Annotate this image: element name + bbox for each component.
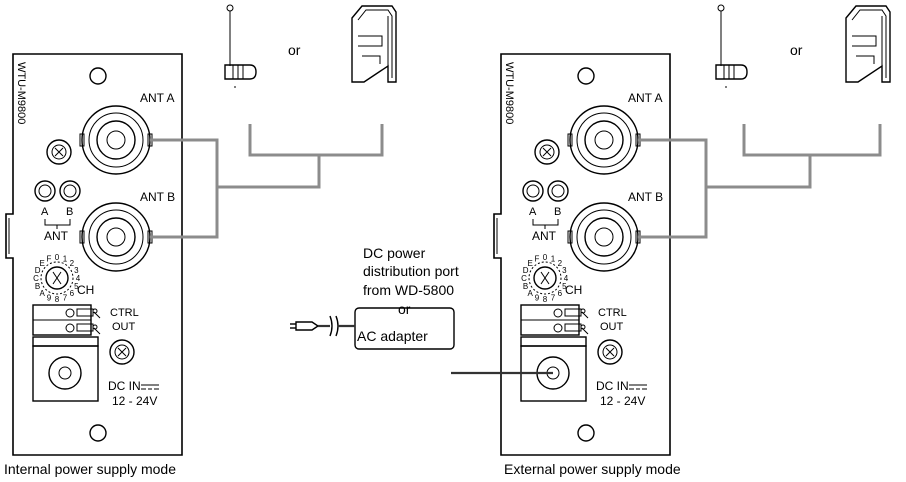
dial-digit: 5 xyxy=(74,282,79,291)
dial-digit: C xyxy=(521,274,527,283)
or-label: or xyxy=(790,42,803,58)
dial-digit: E xyxy=(40,259,45,268)
dial-digit: D xyxy=(35,266,41,275)
dial-digit: B xyxy=(523,282,528,291)
model-label: WTU-M9800 xyxy=(15,62,27,124)
dial-digit: 2 xyxy=(558,259,563,268)
dial-digit: 8 xyxy=(543,295,548,304)
power-line-2: distribution port xyxy=(363,263,459,279)
dial-digit: 6 xyxy=(70,289,75,298)
antenna-wiring-right xyxy=(638,124,882,239)
antenna-options-left: or xyxy=(224,4,397,89)
ctrl-label: CTRL xyxy=(110,307,139,319)
dial-digit: 0 xyxy=(543,253,548,262)
ac-adapter-box xyxy=(354,307,455,350)
dial-digit: C xyxy=(33,274,39,283)
ant-group-label: ANT xyxy=(44,229,69,243)
power-line-or: or xyxy=(398,301,411,317)
power-line-1: DC power xyxy=(363,245,426,261)
dial-digit: B xyxy=(35,282,40,291)
dial-digit: 3 xyxy=(74,266,79,275)
panel-antenna-icon xyxy=(351,5,397,83)
dial-digit: 9 xyxy=(47,293,52,302)
channel-label: CH xyxy=(77,283,94,297)
power-line-adapter: AC adapter xyxy=(357,328,428,344)
ant-b-label: ANT B xyxy=(628,190,663,204)
dial-digit: 8 xyxy=(55,295,60,304)
ant-b-label: ANT B xyxy=(140,190,175,204)
ctrl-label: CTRL xyxy=(598,307,627,319)
dial-digit: 7 xyxy=(551,293,556,302)
out-label: OUT xyxy=(112,321,136,333)
dial-digit: D xyxy=(523,266,529,275)
dc-in-label: DC IN xyxy=(108,379,141,393)
caption-external: External power supply mode xyxy=(504,461,681,477)
dc-in-label: DC IN xyxy=(596,379,629,393)
dial-digit: 1 xyxy=(551,255,556,264)
power-line-3: from WD-5800 xyxy=(363,282,454,298)
dial-digit: 5 xyxy=(562,282,567,291)
whip-antenna-icon xyxy=(224,4,257,89)
channel-label: CH xyxy=(565,283,582,297)
antenna-wiring-left xyxy=(150,124,384,239)
dial-digit: 7 xyxy=(63,293,68,302)
panel-antenna-icon xyxy=(845,5,891,83)
led-b-label: B xyxy=(554,206,561,218)
led-a-label: A xyxy=(529,206,537,218)
ant-a-label: ANT A xyxy=(140,91,174,105)
dial-digit: 4 xyxy=(76,274,81,283)
model-label: WTU-M9800 xyxy=(503,62,515,124)
dial-digit: 1 xyxy=(63,255,68,264)
ant-a-label: ANT A xyxy=(628,91,662,105)
dial-digit: 6 xyxy=(558,289,563,298)
voltage-label: 12 - 24V xyxy=(112,394,157,408)
antenna-options-right: or xyxy=(715,4,891,89)
ant-group-label: ANT xyxy=(532,229,557,243)
out-label: OUT xyxy=(600,321,624,333)
dial-digit: E xyxy=(528,259,533,268)
dial-digit: 4 xyxy=(564,274,569,283)
led-a-label: A xyxy=(41,206,49,218)
power-source: DC power distribution port from WD-5800 … xyxy=(290,245,553,375)
dc-plug-icon xyxy=(290,315,355,337)
dial-digit: 9 xyxy=(535,293,540,302)
dial-digit: 0 xyxy=(55,253,60,262)
dial-digit: F xyxy=(47,255,52,264)
dial-digit: A xyxy=(40,289,46,298)
voltage-label: 12 - 24V xyxy=(600,394,645,408)
caption-internal: Internal power supply mode xyxy=(4,461,176,477)
dial-digit: 2 xyxy=(70,259,75,268)
led-b-label: B xyxy=(66,206,73,218)
whip-antenna-icon xyxy=(715,4,748,89)
dial-digit: A xyxy=(528,289,534,298)
dial-digit: 3 xyxy=(562,266,567,275)
or-label: or xyxy=(288,42,301,58)
dial-digit: F xyxy=(535,255,540,264)
